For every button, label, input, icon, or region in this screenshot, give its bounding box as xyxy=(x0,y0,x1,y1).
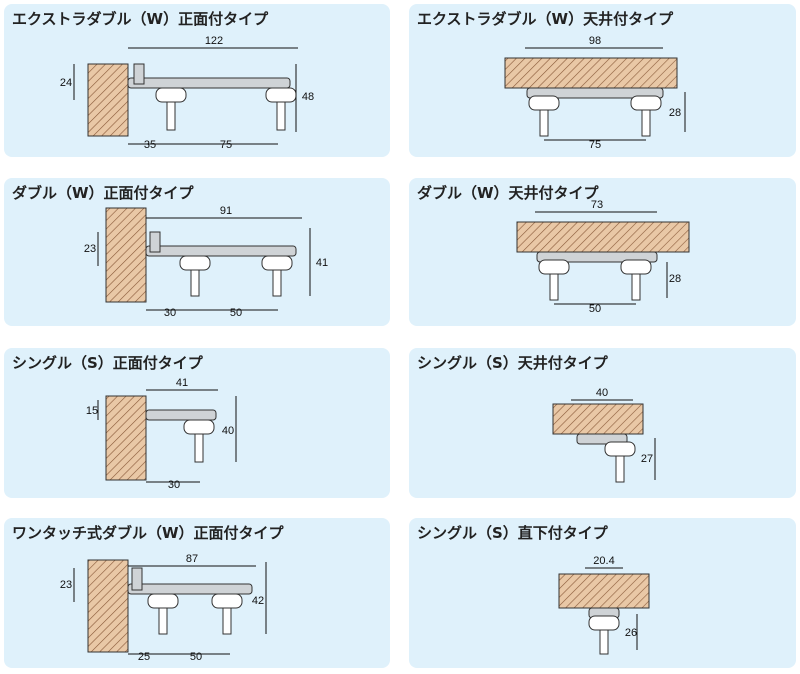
hook xyxy=(166,101,176,131)
dim-label: 27 xyxy=(641,453,653,465)
dim-label: 50 xyxy=(230,307,242,319)
runner xyxy=(528,95,560,111)
runner xyxy=(179,255,211,271)
rail xyxy=(127,77,291,89)
hook xyxy=(222,607,232,635)
dim-label: 75 xyxy=(589,139,601,151)
dim-label: 122 xyxy=(205,35,223,47)
runner xyxy=(155,87,187,103)
dim-label: 23 xyxy=(60,579,72,591)
dim-label: 24 xyxy=(60,77,72,89)
hook xyxy=(615,455,625,483)
panel-single-ceiling: シングル（S）天井付タイプ 40 27 xyxy=(409,348,796,498)
hook xyxy=(539,109,549,137)
panel-title: エクストラダブル（W）正面付タイプ xyxy=(12,10,269,28)
panel-title: エクストラダブル（W）天井付タイプ xyxy=(417,10,674,28)
rail xyxy=(145,245,297,257)
hook xyxy=(194,433,204,463)
wall xyxy=(105,207,147,303)
dim-label: 50 xyxy=(589,303,601,315)
bracket xyxy=(149,231,161,253)
hook xyxy=(641,109,651,137)
dim-label: 15 xyxy=(86,405,98,417)
dim-label: 20.4 xyxy=(593,555,614,567)
rail xyxy=(127,583,253,595)
panel-title: シングル（S）正面付タイプ xyxy=(12,354,203,372)
wall xyxy=(105,395,147,481)
dim-label: 40 xyxy=(596,387,608,399)
ceiling xyxy=(504,57,678,89)
ceiling xyxy=(552,403,644,435)
panel-title: ダブル（W）正面付タイプ xyxy=(12,184,194,202)
runner xyxy=(147,593,179,609)
bracket xyxy=(133,63,145,85)
dim-label: 41 xyxy=(176,377,188,389)
hook xyxy=(158,607,168,635)
dim-label: 87 xyxy=(186,553,198,565)
panel-title: ダブル（W）天井付タイプ xyxy=(417,184,599,202)
ceiling xyxy=(558,573,650,609)
runner xyxy=(211,593,243,609)
wall xyxy=(87,559,129,653)
dim-label: 28 xyxy=(669,107,681,119)
dim-label: 23 xyxy=(84,243,96,255)
diagram-extra-double-ceiling: 98 28 75 xyxy=(504,35,686,151)
diagram-onetouch-double-front: 87 23 42 25 50 xyxy=(60,553,267,663)
hook xyxy=(631,273,641,301)
hook xyxy=(549,273,559,301)
panel-title: シングル（S）直下付タイプ xyxy=(417,524,608,542)
rail xyxy=(526,87,664,99)
runner xyxy=(538,259,570,275)
diagram-single-front: 41 15 40 30 xyxy=(86,377,237,491)
diagram-single-ceiling: 40 27 xyxy=(552,387,656,483)
hook xyxy=(599,629,609,655)
panel-extra-double-front: エクストラダブル（W）正面付タイプ 122 24 48 35 75 xyxy=(4,4,390,157)
dim-label: 73 xyxy=(591,199,603,211)
bracket xyxy=(131,567,143,591)
dim-label: 25 xyxy=(138,651,150,663)
runner xyxy=(630,95,662,111)
dim-label: 91 xyxy=(220,205,232,217)
hook xyxy=(276,101,286,131)
diagram-single-under: 20.4 26 xyxy=(558,555,650,655)
diagram-double-front: 91 23 41 30 50 xyxy=(84,205,328,319)
dim-label: 30 xyxy=(168,479,180,491)
panel-title: ワンタッチ式ダブル（W）正面付タイプ xyxy=(12,524,284,542)
dim-label: 40 xyxy=(222,425,234,437)
panel-single-under: シングル（S）直下付タイプ 20.4 26 xyxy=(409,518,796,668)
panel-title: シングル（S）天井付タイプ xyxy=(417,354,608,372)
hook xyxy=(272,269,282,297)
dim-label: 50 xyxy=(190,651,202,663)
panel-double-front: ダブル（W）正面付タイプ 91 23 41 30 50 xyxy=(4,178,390,326)
dim-label: 42 xyxy=(252,595,264,607)
wall xyxy=(87,63,129,137)
runner xyxy=(265,87,297,103)
dim-label: 28 xyxy=(669,273,681,285)
hook xyxy=(190,269,200,297)
runner xyxy=(588,615,620,631)
panel-onetouch-double-front: ワンタッチ式ダブル（W）正面付タイプ 87 23 42 25 50 xyxy=(4,518,390,668)
dim-label: 30 xyxy=(164,307,176,319)
dim-label: 26 xyxy=(625,627,637,639)
runner xyxy=(620,259,652,275)
diagram-double-ceiling: 73 28 50 xyxy=(516,199,690,315)
bracket xyxy=(145,409,217,421)
runner xyxy=(604,441,636,457)
dim-label: 35 xyxy=(144,139,156,151)
panel-double-ceiling: ダブル（W）天井付タイプ 73 28 50 xyxy=(409,178,796,326)
dim-label: 75 xyxy=(220,139,232,151)
panel-extra-double-ceiling: エクストラダブル（W）天井付タイプ 98 28 75 xyxy=(409,4,796,157)
panel-single-front: シングル（S）正面付タイプ 41 15 40 30 xyxy=(4,348,390,498)
diagram-extra-double-front: 122 24 48 35 75 xyxy=(60,35,314,151)
runner xyxy=(261,255,293,271)
runner xyxy=(183,419,215,435)
dim-label: 41 xyxy=(316,257,328,269)
ceiling xyxy=(516,221,690,253)
dim-label: 48 xyxy=(302,91,314,103)
dim-label: 98 xyxy=(589,35,601,47)
